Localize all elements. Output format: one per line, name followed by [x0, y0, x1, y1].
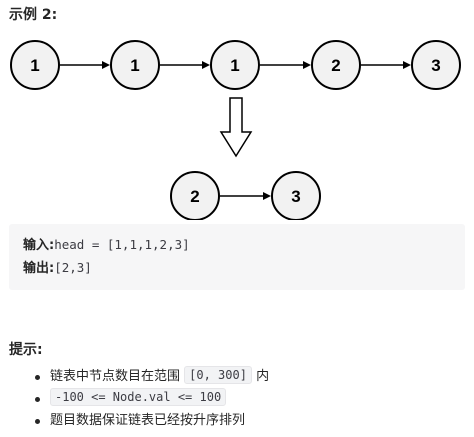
hint-list: 链表中节点数目在范围 [0, 300] 内 -100 <= Node.val <…: [0, 366, 269, 432]
input-value: head = [1,1,1,2,3]: [54, 237, 190, 252]
list-item: 链表中节点数目在范围 [0, 300] 内: [0, 366, 269, 388]
bullet-icon: [35, 397, 40, 402]
svg-text:2: 2: [190, 187, 199, 206]
input-edge-4: [361, 61, 411, 69]
inline-code: [0, 300]: [184, 366, 252, 384]
bullet-icon: [35, 375, 40, 380]
example-heading: 示例 2:: [9, 7, 58, 23]
list-item: -100 <= Node.val <= 100: [0, 388, 269, 410]
input-node: 3: [411, 40, 461, 90]
input-node: 2: [311, 40, 361, 90]
input-node: 1: [110, 40, 160, 90]
svg-text:3: 3: [431, 56, 440, 75]
bullet-icon: [35, 419, 40, 424]
output-node: 3: [271, 171, 321, 220]
input-edge-3: [260, 61, 311, 69]
hint-text: 内: [251, 369, 270, 384]
input-node: 1: [210, 40, 260, 90]
svg-text:1: 1: [130, 56, 139, 75]
output-line: 输出:[2,3]: [23, 259, 92, 278]
output-value: [2,3]: [54, 260, 92, 275]
output-node: 2: [170, 171, 220, 220]
svg-text:2: 2: [331, 56, 340, 75]
output-edge-1: [220, 192, 271, 200]
input-node: 1: [10, 40, 60, 90]
input-edge-1: [60, 61, 110, 69]
svg-text:3: 3: [291, 187, 300, 206]
output-label: 输出:: [23, 261, 55, 276]
input-label: 输入:: [23, 238, 55, 253]
input-edge-2: [160, 61, 210, 69]
hints-heading: 提示:: [9, 342, 43, 358]
hint-text: 链表中节点数目在范围: [50, 369, 185, 384]
svg-text:1: 1: [30, 56, 39, 75]
svg-text:1: 1: [230, 56, 239, 75]
transform-down-arrow-icon: [219, 97, 253, 158]
linked-list-diagram: 1 1 1 2 3 2 3: [10, 40, 461, 220]
list-item: 题目数据保证链表已经按升序排列: [0, 410, 269, 432]
input-line: 输入:head = [1,1,1,2,3]: [23, 236, 190, 255]
example-io-box: 输入:head = [1,1,1,2,3] 输出:[2,3]: [9, 224, 465, 290]
hint-text: 题目数据保证链表已经按升序排列: [50, 413, 246, 428]
inline-code: -100 <= Node.val <= 100: [50, 388, 227, 406]
